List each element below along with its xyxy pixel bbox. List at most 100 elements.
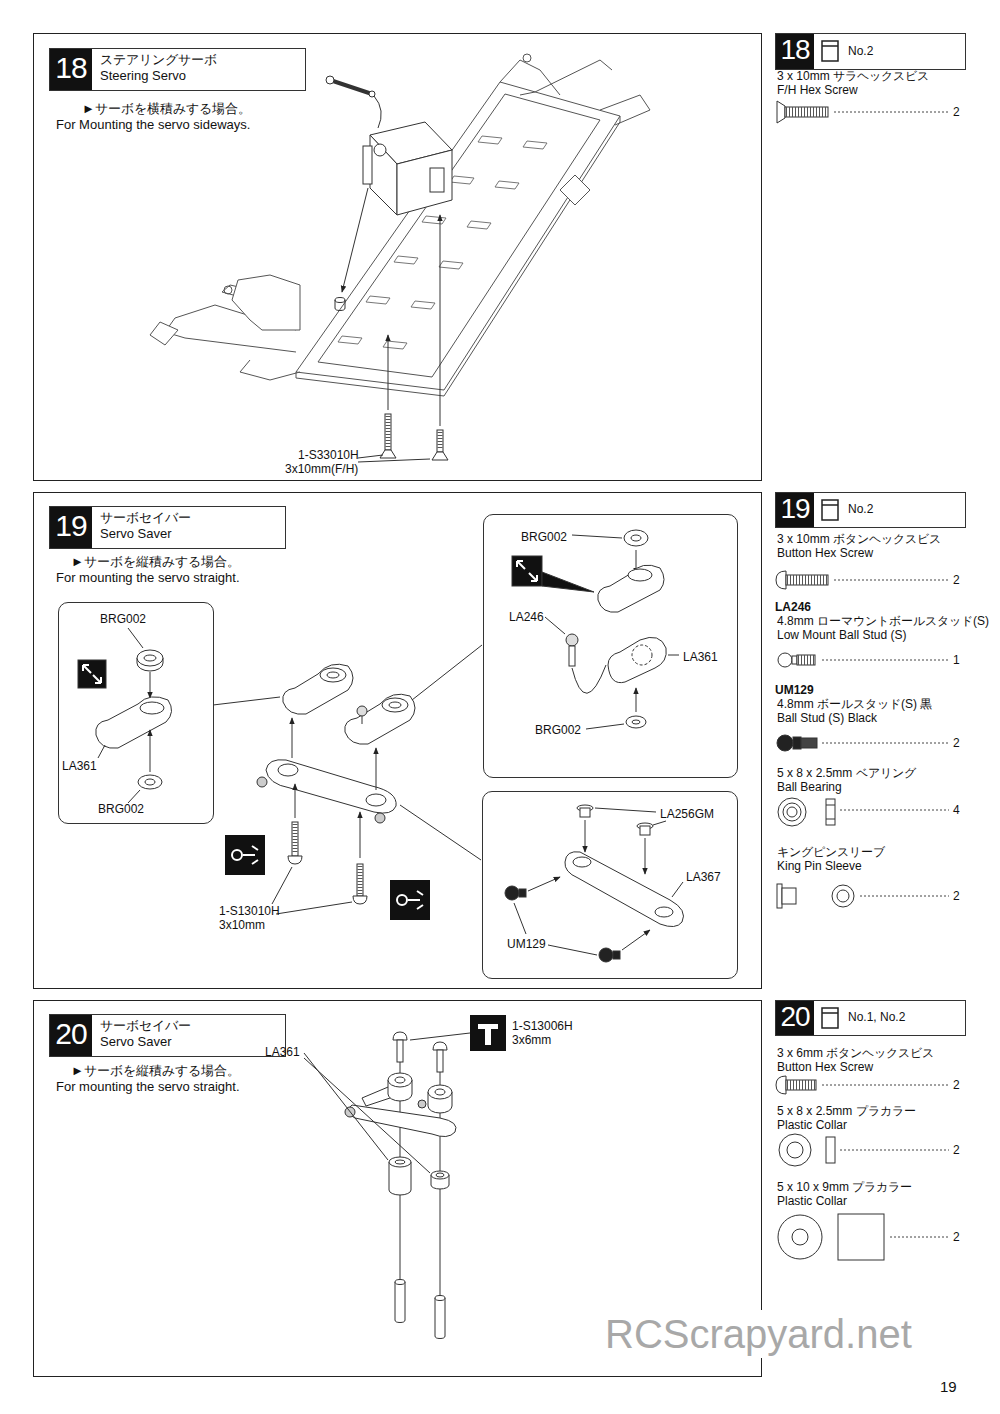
detail-parts	[595, 808, 656, 812]
part-description: 3 x 10mm ボタンヘックスビス Button Hex Screw	[777, 532, 944, 561]
detail-parts	[78, 530, 684, 962]
part-icons	[826, 799, 835, 825]
part-icons	[779, 1134, 811, 1166]
step-number: 18	[776, 34, 814, 69]
part-icons	[783, 803, 801, 821]
servo-saver-parts	[276, 902, 352, 914]
detail-parts	[585, 820, 586, 852]
servo-saver-parts	[288, 856, 302, 864]
part-icons	[797, 655, 815, 665]
part-description: 4.8mm ローマウントボールスタッド(S) Low Mount Ball St…	[777, 614, 992, 643]
instruction-note: ►サーボを横積みする場合。 For Mounting the servo sid…	[56, 101, 253, 132]
quantity: 2	[953, 573, 960, 587]
steering-servo	[386, 416, 391, 448]
page-number: 19	[940, 1378, 957, 1396]
part-icons	[787, 807, 797, 817]
part-description: 3 x 10mm サラヘックスビス F/H Hex Screw	[777, 69, 932, 98]
detail-parts	[505, 886, 519, 900]
chassis-drawing	[150, 54, 720, 1371]
part-icons	[778, 798, 806, 826]
detail-parts	[517, 561, 537, 581]
steering-servo	[440, 215, 441, 426]
part-description: キングピンスリーブ King Pin Sleeve	[777, 845, 887, 874]
parts-bag-number: No.2	[848, 502, 873, 516]
part-number: LA256GM	[660, 807, 714, 821]
servo-saver-parts	[357, 864, 363, 896]
detail-parts	[622, 930, 650, 950]
part-icons	[776, 571, 786, 589]
detail-parts	[580, 808, 590, 817]
detail-parts	[83, 665, 101, 683]
detail-parts	[598, 565, 664, 612]
thread-lock-icon	[243, 846, 258, 864]
servo-saver-parts	[412, 645, 482, 700]
steering-servo	[358, 459, 430, 462]
detail-parts	[566, 634, 578, 646]
part-number: LA246	[509, 610, 544, 624]
servo-saver-assembly	[395, 1077, 405, 1083]
quantity-leader	[822, 743, 949, 744]
servo-saver-assembly	[395, 1160, 405, 1164]
detail-parts	[519, 889, 526, 897]
part-number: LA361	[683, 650, 718, 664]
part-number: UM129	[775, 683, 814, 697]
step-number: 19	[50, 507, 92, 548]
step-header: 20 サーボセイバー Servo Saver	[49, 1014, 286, 1057]
servo-saver-assembly	[433, 1042, 447, 1050]
screw-length-icon	[478, 1024, 498, 1045]
steering-servo	[326, 76, 334, 84]
quantity: 2	[953, 1230, 960, 1244]
servo-saver-assembly	[410, 1033, 470, 1040]
servo-saver-assembly	[397, 1040, 403, 1062]
detail-parts	[150, 672, 151, 698]
detail-parts	[631, 535, 641, 541]
part-number: BRG002	[535, 723, 581, 737]
steering-servo	[438, 432, 443, 450]
step-number: 19	[776, 493, 814, 527]
part-number: BRG002	[98, 802, 144, 816]
detail-parts	[528, 877, 560, 891]
servo-saver-assembly	[304, 1058, 430, 1173]
servo-saver-parts	[376, 748, 377, 790]
detail-parts	[599, 948, 613, 962]
servo-saver-assembly	[395, 1280, 405, 1285]
parts-bag-icon	[822, 1008, 838, 1028]
steering-servo	[388, 335, 389, 410]
part-description: 5 x 8 x 2.5mm ベアリング Ball Bearing	[777, 766, 918, 795]
detail-parts	[636, 688, 637, 712]
detail-parts	[150, 730, 151, 772]
servo-saver-assembly	[437, 1050, 443, 1072]
quantity-leader	[822, 660, 949, 661]
part-icons	[787, 1142, 803, 1158]
part-number: LA246	[775, 600, 811, 614]
step-title: サーボセイバー Servo Saver	[100, 1018, 193, 1049]
servo-saver-parts	[266, 760, 396, 813]
part-icons	[792, 656, 797, 664]
servo-saver-assembly	[393, 1032, 407, 1040]
servo-saver-assembly	[436, 1173, 444, 1177]
part-icons	[787, 1080, 816, 1090]
servo-saver-parts	[327, 672, 339, 678]
screw-length-icon	[470, 1015, 506, 1051]
servo-saver-parts	[295, 784, 296, 818]
part-icons	[838, 1214, 884, 1260]
detail-parts	[514, 903, 526, 934]
part-description: 3 x 6mm ボタンヘックスビス Button Hex Screw	[777, 1046, 937, 1075]
step-number: 20	[776, 1001, 814, 1035]
servo-saver-parts	[278, 764, 298, 776]
parts-bag-header: 20No.1, No.2	[775, 1000, 966, 1036]
servo-saver-assembly	[304, 1032, 470, 1339]
servo-saver-parts	[293, 824, 298, 854]
detail-parts	[569, 646, 575, 666]
servo-saver-parts	[257, 777, 267, 787]
quantity-leader	[840, 810, 949, 811]
quantity: 2	[953, 105, 960, 119]
steering-servo	[380, 450, 396, 458]
part-icons	[826, 819, 835, 820]
steering-servo	[374, 96, 381, 128]
servo-saver-assembly	[395, 1282, 405, 1323]
detail-parts	[653, 821, 666, 825]
detail-parts	[98, 745, 105, 758]
step-number: 20	[50, 1015, 92, 1056]
detail-callout: BRG002LA361BRG002	[58, 602, 214, 824]
